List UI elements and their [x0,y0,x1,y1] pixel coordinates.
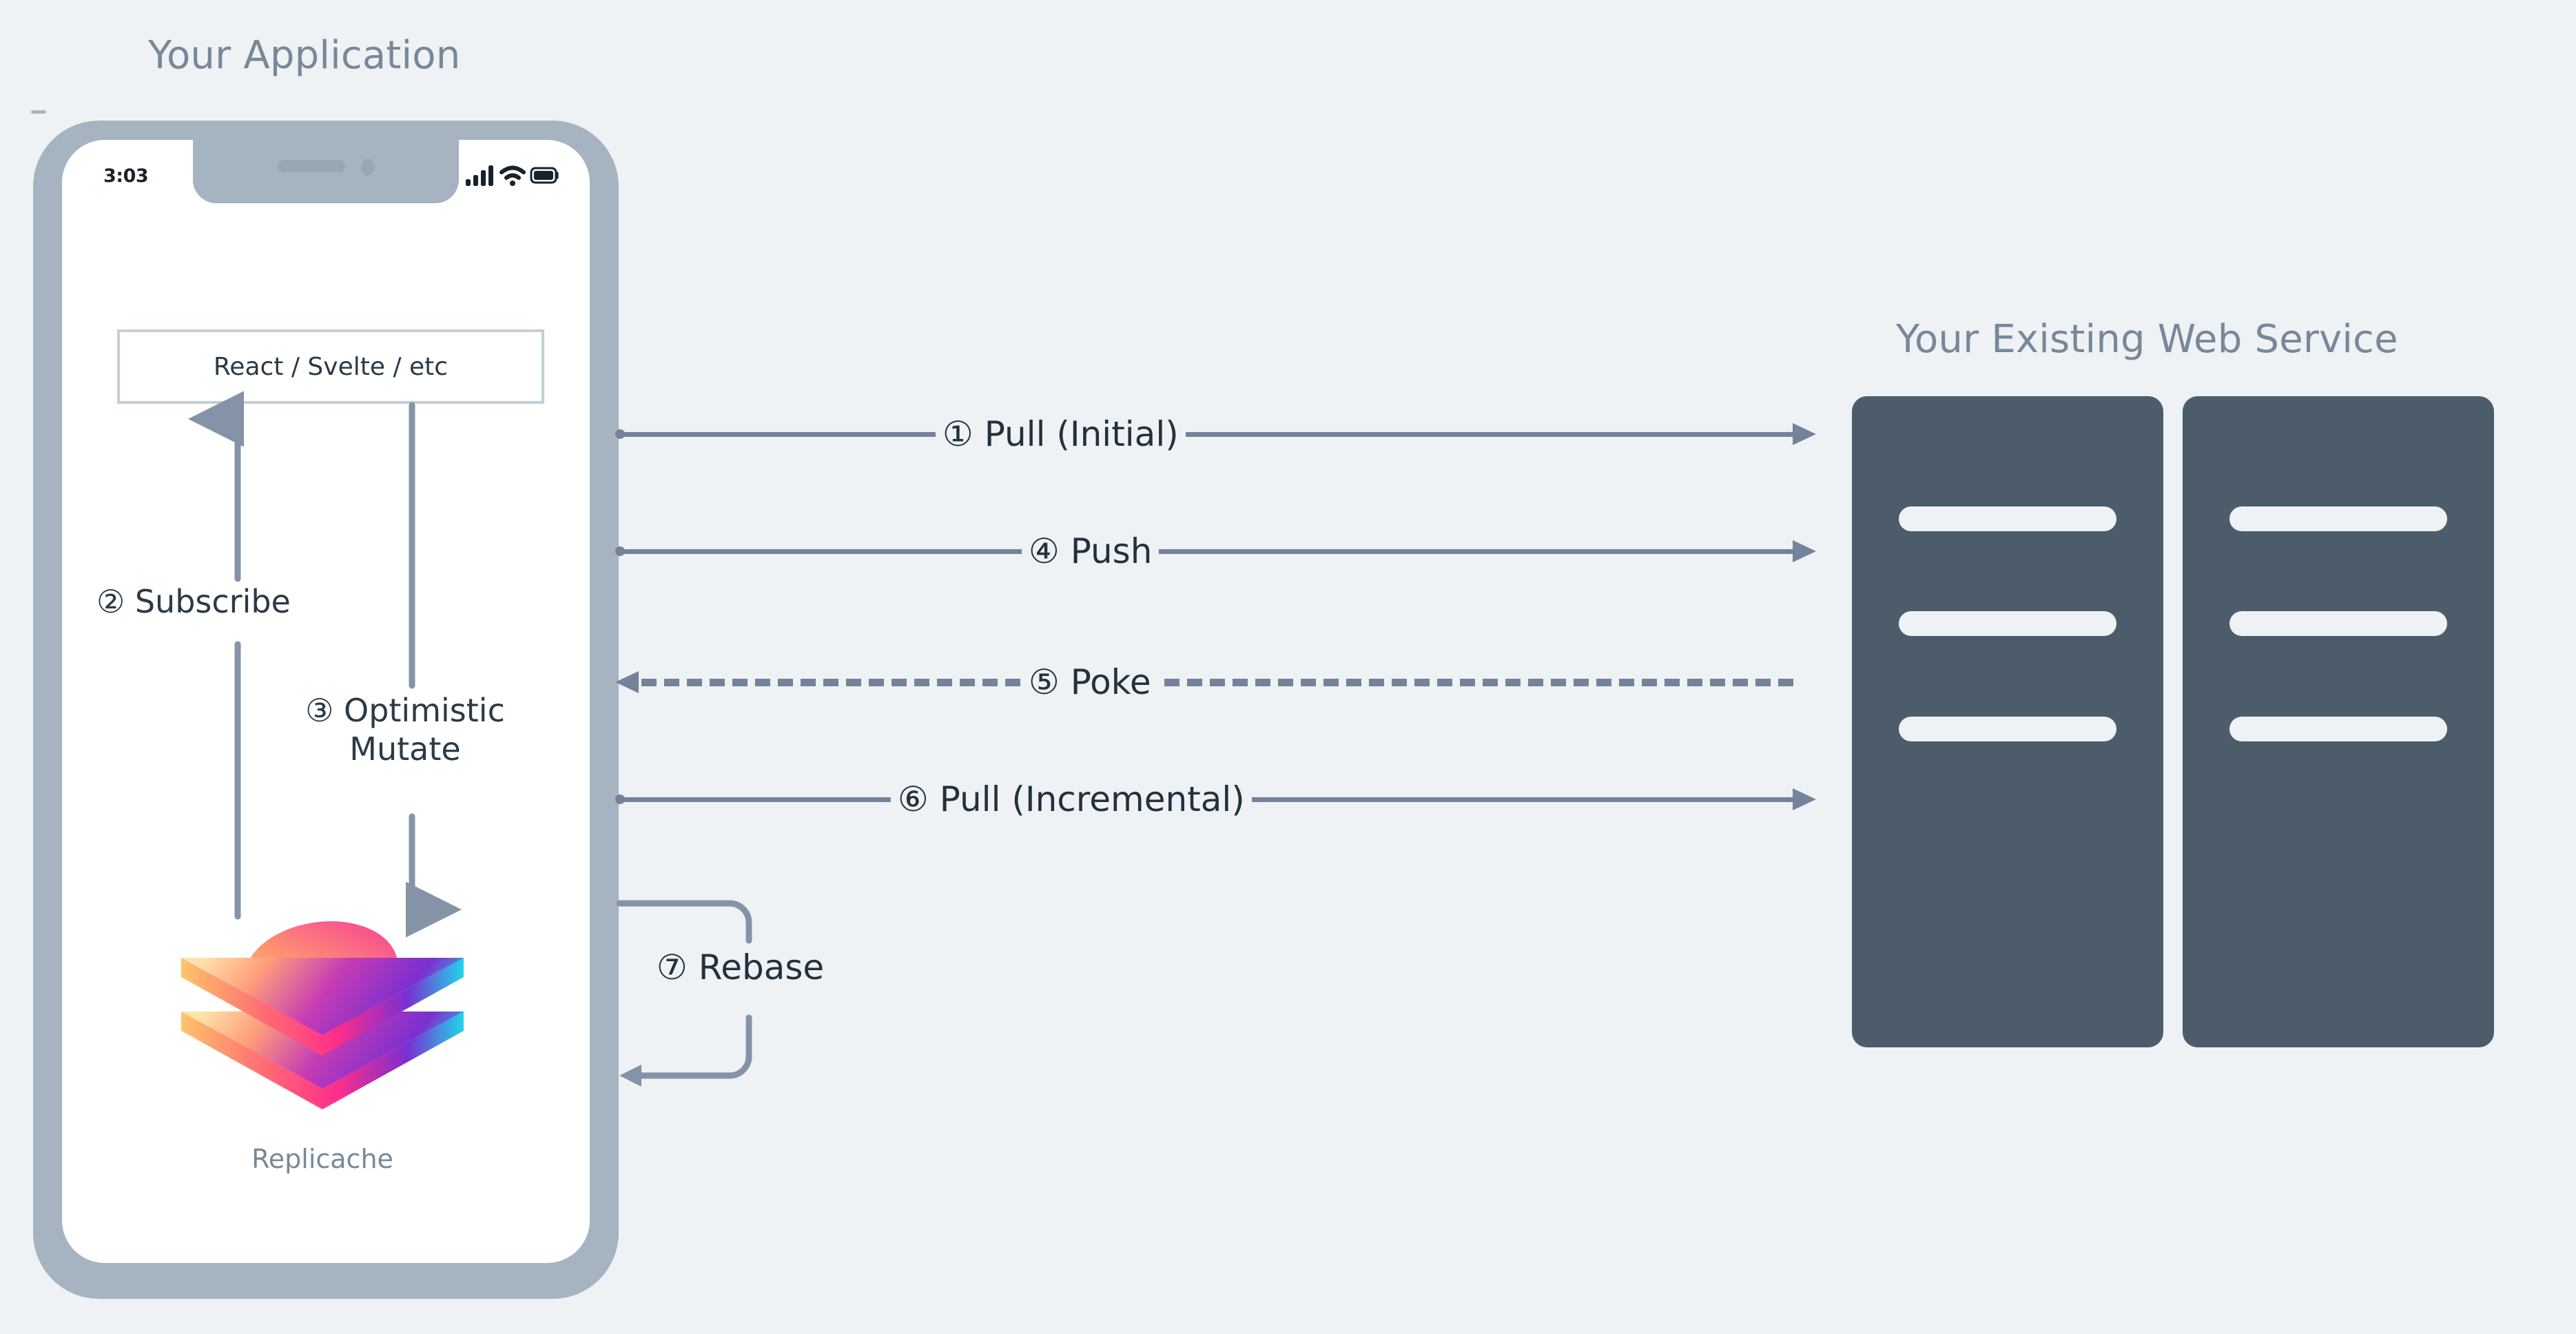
cellular-signal-icon [466,165,493,186]
replicache-label: Replicache [251,1144,393,1174]
flow-pull-incremental-label: ⑥ Pull (Incremental) [891,765,1252,834]
server-rack-1 [1852,396,2163,1047]
logo-sheet-top [181,958,464,1056]
flow-pull-initial-label: ① Pull (Initial) [936,400,1186,469]
server-rack-2 [2183,396,2494,1047]
step-subscribe-label: ② Subscribe [96,583,291,620]
server-bar [2229,717,2447,741]
client-title: Your Application [148,33,461,78]
flow-push-label: ④ Push [1022,517,1160,586]
server-bar [2229,506,2447,531]
step-mutate-line1: ③ Optimistic [305,692,505,729]
flow-push: ④ Push [615,510,1821,593]
battery-icon [530,167,559,184]
replicache-logo-icon [178,908,467,1122]
step-mutate-label: ③ Optimistic Mutate [260,691,550,768]
flow-poke: ⑤ Poke [615,641,1821,724]
front-camera-icon [361,159,375,176]
server-bar [1899,611,2116,636]
speaker-grille-icon [278,160,345,172]
step-mutate-line2: Mutate [349,730,461,768]
ui-framework-label: React / Svelte / etc [213,352,449,381]
server-bar [2229,611,2447,636]
status-bar-time: 3:03 [103,165,149,187]
status-bar-icons [466,164,559,187]
server-bar [1899,717,2116,741]
in-phone-arrows [188,391,462,938]
flow-pull-incremental: ⑥ Pull (Incremental) [615,758,1821,841]
server-bar [1899,506,2116,531]
corner-tick-mark [31,110,46,114]
flow-pull-initial: ① Pull (Initial) [615,393,1821,475]
rebase-loop-arrow [617,900,752,1087]
wifi-icon [499,165,526,186]
rebase-label: ⑦ Rebase [651,947,830,987]
service-title: Your Existing Web Service [1896,317,2398,362]
flow-poke-label: ⑤ Poke [1022,648,1158,717]
